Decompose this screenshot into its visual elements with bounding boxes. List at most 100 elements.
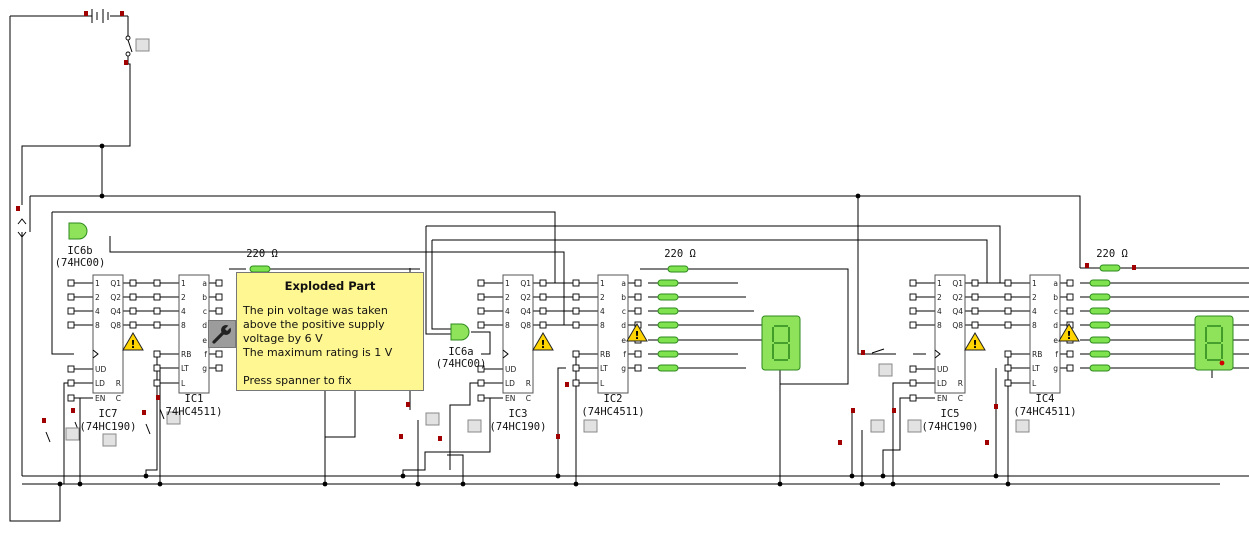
pin-terminal: [1066, 350, 1074, 358]
chip-pin-label: LD: [505, 379, 515, 388]
red-terminal-marker: [892, 408, 896, 413]
red-terminal-marker: [851, 408, 855, 413]
chip-pin-label: EN: [505, 394, 515, 403]
chip-pin-label: Q8: [952, 321, 963, 330]
chip-pin-label: g: [202, 364, 207, 373]
updown-switch-icon[interactable]: [17, 218, 27, 238]
pin-terminal: [67, 394, 75, 402]
resistor: [1089, 364, 1111, 372]
chip-pin-label: d: [1053, 321, 1058, 330]
chip-pin-label: 8: [505, 321, 510, 330]
chip-pin-label: Q1: [952, 279, 963, 288]
switch-lever[interactable]: [45, 431, 51, 443]
chip-pin-label: b: [621, 293, 626, 302]
pin-terminal: [1004, 321, 1012, 329]
tooltip-line-1: The pin voltage was taken: [243, 304, 388, 317]
switch-icon[interactable]: [135, 38, 150, 52]
warning-icon: !: [532, 332, 554, 351]
chip-pin-label: 4: [1032, 307, 1037, 316]
pin-terminal: [1066, 307, 1074, 315]
junction-dot: [99, 143, 105, 149]
red-terminal-marker: [1132, 265, 1136, 270]
chip-pin-label: LD: [937, 379, 947, 388]
chip-pin-label: L: [1032, 379, 1037, 388]
junction-dot: [890, 481, 896, 487]
battery-icon: [91, 9, 109, 23]
junction-dot: [993, 473, 999, 479]
chip-pin-label: 2: [181, 293, 186, 302]
red-terminal-marker: [120, 11, 124, 16]
switch-icon[interactable]: [583, 419, 598, 433]
chip-pin-label: a: [1053, 279, 1058, 288]
wire: [402, 397, 491, 476]
red-terminal-marker: [438, 436, 442, 441]
pin-terminal: [971, 293, 979, 301]
switch-icon[interactable]: [878, 363, 893, 377]
pin-terminal: [572, 279, 580, 287]
pin-terminal: [67, 279, 75, 287]
pin-terminal: [909, 307, 917, 315]
chip-pin-label: Q2: [520, 293, 531, 302]
gate-label: IC6b: [67, 245, 92, 257]
switch-icon[interactable]: [166, 411, 181, 425]
resistor: [657, 307, 679, 315]
switch-icon[interactable]: [907, 419, 922, 433]
chip-pin-label: Q2: [110, 293, 121, 302]
chip-pin-label: d: [621, 321, 626, 330]
junction-dot: [573, 481, 579, 487]
chip-pin-label: b: [1053, 293, 1058, 302]
junction-dot: [157, 481, 163, 487]
red-terminal-marker: [565, 382, 569, 387]
wire: [426, 225, 1001, 283]
counter-chip-body: [502, 274, 534, 394]
switch-icon[interactable]: [467, 419, 482, 433]
svg-text:!: !: [1066, 329, 1071, 342]
pin-terminal: [129, 307, 137, 315]
switch-icon[interactable]: [65, 427, 80, 441]
chip-part-label: 74HC4511): [166, 406, 223, 418]
spanner-fix-button[interactable]: [208, 320, 236, 348]
switch-icon[interactable]: [102, 433, 117, 447]
switch-lever[interactable]: [159, 408, 165, 420]
tooltip-line-4: The maximum rating is 1 V: [243, 346, 393, 359]
chip-pin-label: f: [1055, 350, 1058, 359]
pin-terminal: [539, 307, 547, 315]
counter-chip-body: [934, 274, 966, 394]
pin-terminal: [539, 279, 547, 287]
switch-icon[interactable]: [425, 412, 440, 426]
switch-icon[interactable]: [1015, 419, 1030, 433]
chip-pin-label: 8: [937, 321, 942, 330]
wire: [449, 382, 481, 470]
counter-chip-body: [92, 274, 124, 394]
chip-pin-label: LT: [181, 364, 189, 373]
pin-terminal: [634, 350, 642, 358]
chip-pin-label: 8: [181, 321, 186, 330]
chip-pin-label: 4: [505, 307, 510, 316]
chip-label: IC3: [509, 408, 528, 420]
red-terminal-marker: [71, 408, 75, 413]
red-terminal-marker: [124, 60, 128, 65]
pin-terminal: [153, 350, 161, 358]
gate-part-label: (74HC00): [55, 257, 106, 269]
pin-terminal: [215, 279, 223, 287]
pin-terminal: [215, 350, 223, 358]
junction-dot: [415, 481, 421, 487]
pin-terminal: [971, 307, 979, 315]
clock-input-mark: [934, 349, 941, 359]
pin-terminal: [1004, 293, 1012, 301]
chip-pin-label: 8: [600, 321, 605, 330]
chip-pin-label: c: [203, 307, 207, 316]
wire: [857, 196, 896, 355]
red-terminal-marker: [406, 402, 410, 407]
resistor: [1089, 293, 1111, 301]
switch-lever[interactable]: [871, 348, 885, 354]
switch-lever: [127, 39, 133, 53]
pin-terminal: [153, 293, 161, 301]
resistor-value-label: 220 Ω: [246, 248, 278, 260]
switch-lever[interactable]: [145, 423, 151, 435]
chip-pin-label: C: [958, 394, 963, 403]
pin-terminal: [153, 379, 161, 387]
switch-icon[interactable]: [870, 419, 885, 433]
pin-terminal: [153, 307, 161, 315]
